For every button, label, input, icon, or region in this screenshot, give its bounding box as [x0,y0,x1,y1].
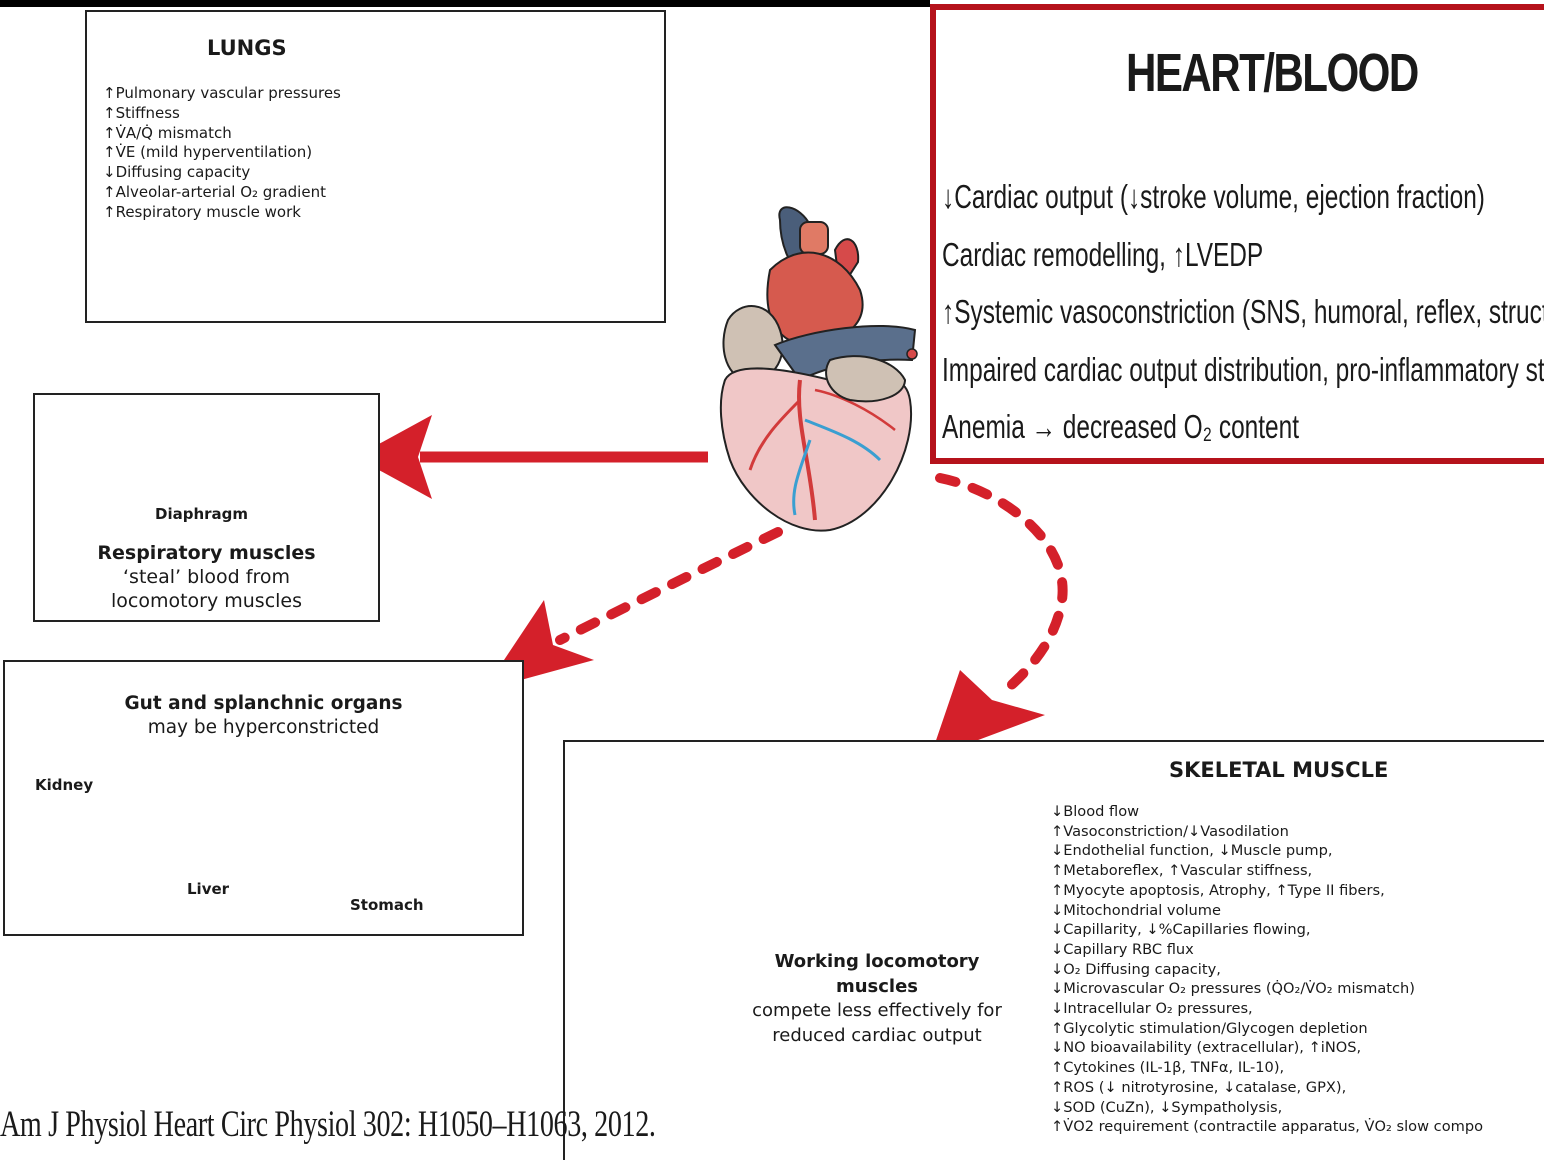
list-item: ↑V̇A/Q̇ mismatch [103,124,341,144]
list-item: ↑Pulmonary vascular pressures [103,84,341,104]
muscle-caption: Working locomotory muscles compete less … [727,950,1027,1048]
arrow-to-diaphragm [355,415,708,499]
gut-panel: Gut and splanchnic organs may be hyperco… [3,660,524,936]
list-item: ↓Capillarity, ↓%Capillaries flowing, [1051,920,1483,940]
liver-label: Liver [187,880,229,898]
stomach-label: Stomach [350,896,424,914]
list-item: ↓Endothelial function, ↓Muscle pump, [1051,841,1483,861]
caption-line: compete less effectively for [727,999,1027,1024]
diaphragm-caption: Respiratory muscles ‘steal’ blood from l… [35,541,378,613]
caption-bold: Working locomotory [727,950,1027,975]
list-item: ↑Alveolar-arterial O₂ gradient [103,183,341,203]
list-item: ↓NO bioavailability (extracellular), ↑iN… [1051,1038,1483,1058]
list-item: ↓Microvascular O₂ pressures (Q̇O₂/V̇O₂ m… [1051,979,1483,999]
list-item: ↑Vasoconstriction/↓Vasodilation [1051,822,1483,842]
list-item: ↑Respiratory muscle work [103,203,341,223]
list-item: ↑Myocyte apoptosis, Atrophy, ↑Type II fi… [1051,881,1483,901]
heart-blood-title: HEART/BLOOD [1126,42,1418,104]
list-item: ↑Metaboreflex, ↑Vascular stiffness, [1051,861,1483,881]
list-item: ↑ROS (↓ nitrotyrosine, ↓catalase, GPX), [1051,1078,1483,1098]
skeletal-muscle-panel: SKELETAL MUSCLE Working locomotory muscl… [563,740,1544,1160]
list-item: Cardiac remodelling, ↑LVEDP [942,226,1544,284]
list-item: Anemia → decreased O₂ content [942,398,1544,456]
list-item: ↑V̇O2 requirement (contractile apparatus… [1051,1117,1483,1137]
list-item: ↑V̇E (mild hyperventilation) [103,143,341,163]
caption-bold: muscles [727,975,1027,1000]
list-item: ↓SOD (CuZn), ↓Sympatholysis, [1051,1098,1483,1118]
list-item: ↓Mitochondrial volume [1051,901,1483,921]
lungs-list: ↑Pulmonary vascular pressures ↑Stiffness… [103,84,341,223]
list-item: ↓Cardiac output (↓stroke volume, ejectio… [942,168,1544,226]
skeletal-list: ↓Blood flow ↑Vasoconstriction/↓Vasodilat… [1051,802,1483,1137]
list-item: ↓Diffusing capacity [103,163,341,183]
gut-heading-bold: Gut and splanchnic organs [5,692,522,716]
list-item: ↑Stiffness [103,104,341,124]
caption-bold: Respiratory muscles [35,541,378,565]
gut-heading: Gut and splanchnic organs may be hyperco… [5,692,522,740]
gut-subheading: may be hyperconstricted [5,716,522,740]
kidney-label: Kidney [35,776,93,794]
list-item: Impaired cardiac output distribution, pr… [942,341,1544,399]
caption-line: reduced cardiac output [727,1024,1027,1049]
heart-blood-list: ↓Cardiac output (↓stroke volume, ejectio… [942,168,1544,456]
diaphragm-panel: Diaphragm Respiratory muscles ‘steal’ bl… [33,393,380,622]
lungs-panel: LUNGS ↑Pulmonary vascular pressures ↑Sti… [85,10,666,323]
list-item: ↑Systemic vasoconstriction (SNS, humoral… [942,283,1544,341]
citation: Am J Physiol Heart Circ Physiol 302: H10… [0,1103,656,1146]
arrow-to-skeletal [930,478,1063,758]
heart-illustration [721,207,917,530]
list-item: ↓Capillary RBC flux [1051,940,1483,960]
skeletal-title: SKELETAL MUSCLE [1169,758,1388,782]
list-item: ↓Intracellular O₂ pressures, [1051,999,1483,1019]
arrow-to-gut [484,532,778,690]
lungs-title: LUNGS [207,36,287,60]
list-item: ↓O₂ Diffusing capacity, [1051,960,1483,980]
caption-line: locomotory muscles [35,589,378,613]
list-item: ↑Cytokines (IL-1β, TNFα, IL-10), [1051,1058,1483,1078]
caption-line: ‘steal’ blood from [35,565,378,589]
list-item: ↑Glycolytic stimulation/Glycogen depleti… [1051,1019,1483,1039]
diaphragm-label: Diaphragm [155,505,248,523]
heart-blood-panel: HEART/BLOOD ↓Cardiac output (↓stroke vol… [930,4,1544,464]
list-item: ↓Blood flow [1051,802,1483,822]
